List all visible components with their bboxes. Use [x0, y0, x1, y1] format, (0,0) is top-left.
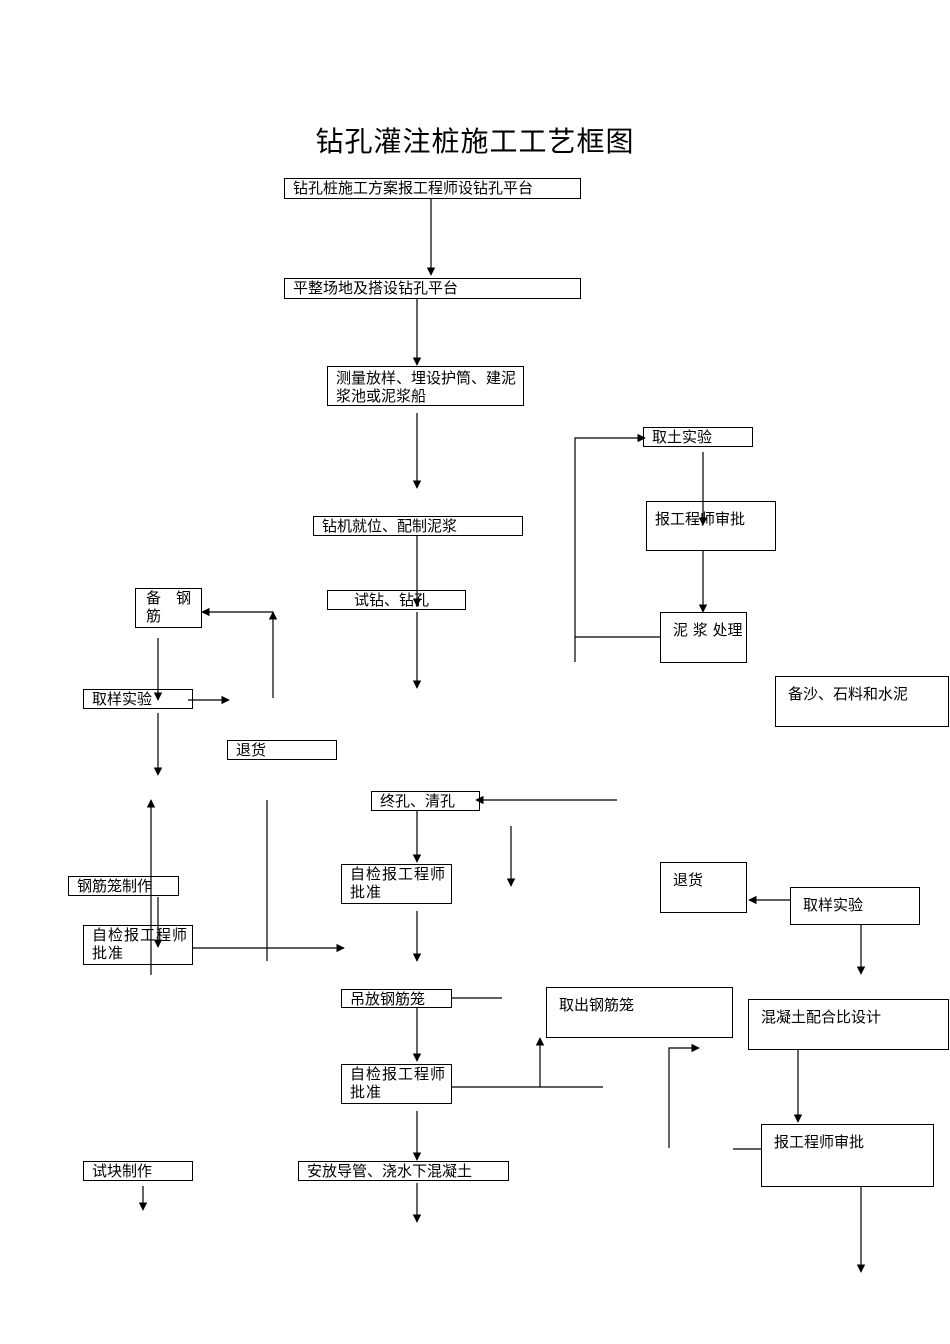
loop-r3-to-r1 [574, 433, 661, 638]
box-self-check-1: 自检报工程师批准 [341, 864, 452, 904]
box-tremie-concrete: 安放导管、浇水下混凝土 [298, 1161, 509, 1181]
box-material-return: 退货 [660, 862, 747, 913]
box-prepare-rebar: 备 钢筋 [135, 588, 202, 628]
box-aggregate-cement: 备沙、石料和水泥 [775, 676, 949, 727]
box-remove-cage: 取出钢筋笼 [546, 987, 733, 1038]
box-self-check-2: 自检报工程师批准 [341, 1064, 452, 1104]
box-engineer-approval-1: 报工程师审批 [646, 501, 776, 551]
box-survey-casing: 测量放样、埋设护筒、建泥浆池或泥浆船 [327, 366, 524, 406]
box-rig-positioning: 钻机就位、配制泥浆 [313, 516, 523, 536]
arrow-up-right [668, 1043, 700, 1148]
box-mix-design: 混凝土配合比设计 [748, 999, 949, 1050]
box-cage-fabrication: 钢筋笼制作 [68, 876, 179, 896]
box-soil-test: 取土实验 [643, 427, 753, 447]
box-site-leveling: 平整场地及搭设钻孔平台 [284, 278, 581, 299]
box-rebar-sampling: 取样实验 [83, 689, 193, 709]
box-lower-cage: 吊放钢筋笼 [341, 989, 452, 1008]
box-trial-drilling: 试钻、钻孔 [327, 590, 466, 610]
diagram-title: 钻孔灌注桩施工工艺框图 [315, 125, 635, 158]
box-rebar-return: 退货 [227, 740, 337, 760]
box-material-sampling: 取样实验 [790, 887, 920, 925]
box-plan-approval: 钻孔桩施工方案报工程师设钻孔平台 [284, 178, 581, 199]
box-final-hole-cleaning: 终孔、清孔 [371, 791, 480, 811]
box-cage-self-check: 自检报工程师批准 [83, 925, 193, 965]
box-test-block: 试块制作 [83, 1161, 193, 1181]
box-engineer-approval-2: 报工程师审批 [761, 1124, 934, 1187]
box-mud-treatment: 泥 浆 处理 [660, 612, 747, 663]
